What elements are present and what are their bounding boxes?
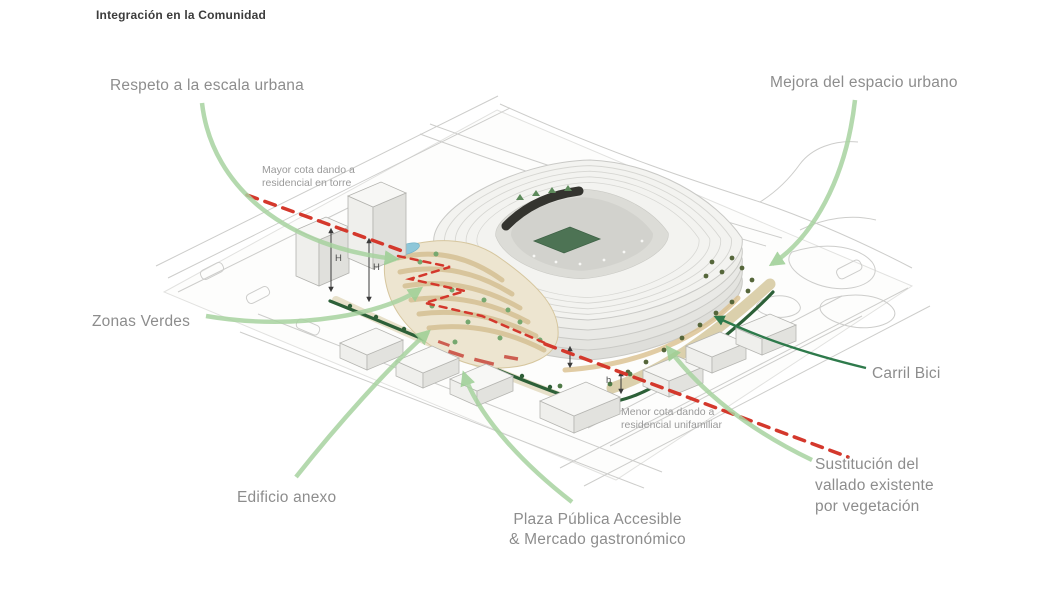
esplanade-trees	[625, 255, 755, 375]
bowl-greenery	[516, 185, 572, 200]
houses-bottom-left	[338, 327, 622, 434]
label-plaza-mercado: Plaza Pública Accesible & Mercado gastro…	[509, 511, 686, 548]
arrow-edificio-anexo	[294, 329, 431, 479]
arrow-plaza	[460, 370, 574, 504]
tower-1	[294, 216, 351, 287]
house	[538, 381, 622, 434]
house	[338, 327, 405, 371]
dim-H-tower-2: H	[373, 262, 380, 273]
bowl-shadow-band	[501, 186, 584, 231]
market-stalls	[437, 340, 519, 366]
arrow-sustitucion	[665, 344, 813, 463]
terrace-route	[396, 254, 547, 345]
arrow-zonas-verdes	[205, 286, 424, 325]
sightline-red	[245, 193, 850, 459]
pitch	[532, 226, 602, 254]
dim-H-tower-1: H	[335, 253, 342, 264]
label-edificio-anexo: Edificio anexo	[237, 489, 337, 506]
label-respeto-escala-urbana: Respeto a la escala urbana	[110, 77, 304, 94]
page-title: Integración en la Comunidad	[96, 8, 267, 22]
label-mejora-espacio-urbano: Mejora del espacio urbano	[770, 74, 958, 91]
arrow-mejora	[768, 99, 858, 267]
note-mayor-cota: Mayor cota dando a residencial en torre	[262, 164, 355, 189]
stadium-bowl	[495, 185, 669, 280]
dim-h-house: h	[606, 375, 612, 386]
label-zonas-verdes: Zonas Verdes	[92, 313, 191, 330]
bowl-lights	[532, 239, 644, 266]
roof-rings	[444, 165, 732, 315]
label-sustitucion-vallado: Sustitución del vallado existente por ve…	[815, 456, 934, 515]
label-carril-bici: Carril Bici	[872, 365, 941, 382]
note-menor-cota: Menor cota dando a residencial unifamili…	[621, 406, 722, 431]
arrow-respeto	[199, 102, 400, 266]
annotation-arrows	[199, 99, 867, 504]
facade-gallery-strip	[562, 295, 741, 373]
height-markers	[328, 227, 624, 395]
arrow-carril-bici	[713, 315, 867, 370]
house	[394, 345, 461, 389]
